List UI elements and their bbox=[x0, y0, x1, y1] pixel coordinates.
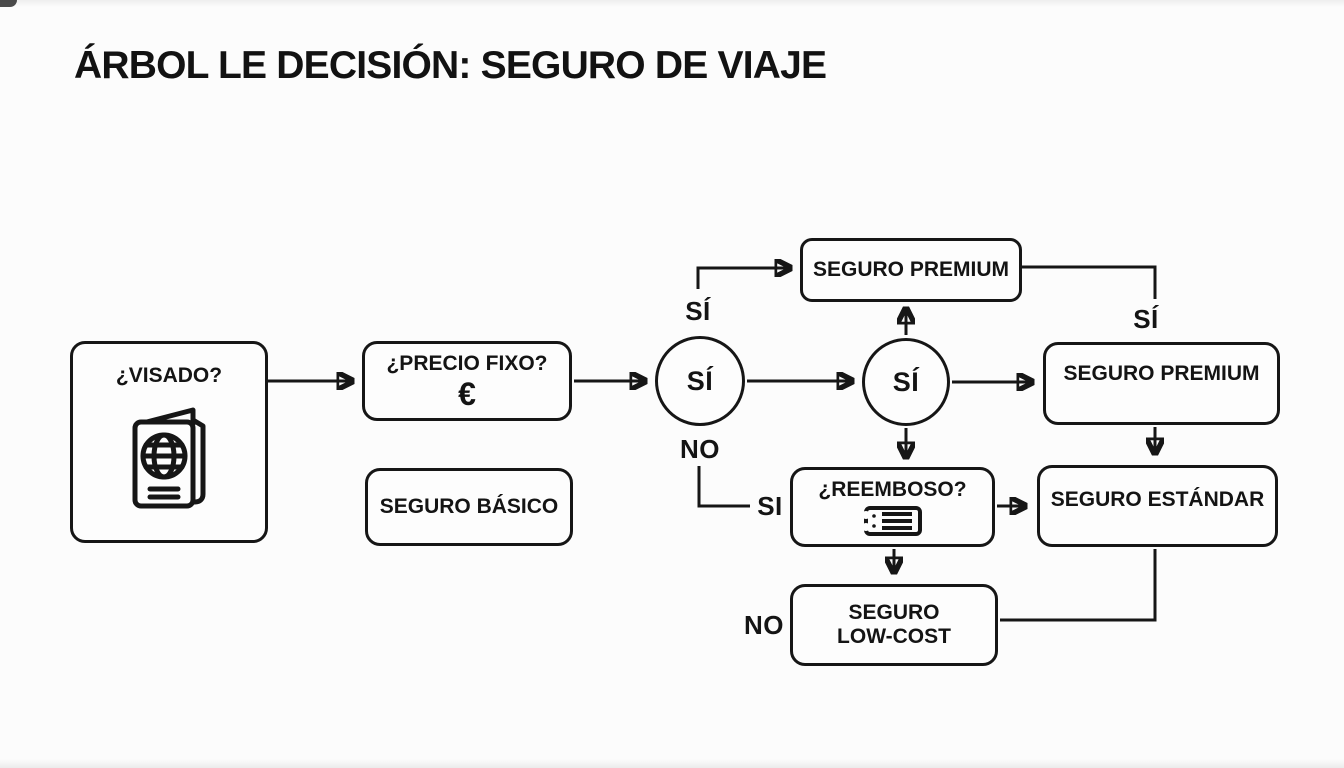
corner-artifact bbox=[0, 0, 17, 7]
node-seguro-lowcost-line2: LOW-COST bbox=[837, 625, 951, 648]
node-seguro-premium-right: SEGURO PREMIUM bbox=[1043, 342, 1280, 425]
node-seguro-premium-top-label: SEGURO PREMIUM bbox=[812, 257, 1009, 281]
edge-premium-top-to-premium-right bbox=[1022, 265, 1157, 299]
node-seguro-lowcost: SEGURO LOW-COST bbox=[790, 584, 998, 666]
node-seguro-basico-label: SEGURO BÁSICO bbox=[379, 494, 559, 518]
node-visado-label: ¿VISADO? bbox=[115, 364, 223, 387]
page-title: ÁRBOL LE DECISIÓN: SEGURO DE VIAJE bbox=[74, 44, 827, 87]
decision-circle-2: SÍ bbox=[862, 338, 950, 426]
node-precio-label: ¿PRECIO FIXO? bbox=[386, 351, 548, 375]
node-seguro-estandar-label: SEGURO ESTÁNDAR bbox=[1050, 487, 1265, 511]
decision-circle-1: SÍ bbox=[655, 336, 745, 426]
euro-symbol: € bbox=[458, 376, 476, 413]
edge-label-si-before-reemboso: SI bbox=[757, 491, 783, 521]
edge-label-no-below-decision1: NO bbox=[680, 434, 720, 464]
node-reemboso: ¿REEMBOSO? bbox=[790, 467, 995, 547]
node-reemboso-label: ¿REEMBOSO? bbox=[818, 478, 967, 502]
decision-circle-1-label: SÍ bbox=[686, 365, 714, 396]
node-seguro-estandar: SEGURO ESTÁNDAR bbox=[1037, 465, 1278, 547]
edge-label-si-above-decision1: SÍ bbox=[685, 296, 711, 326]
edge-lowcost-to-estandar bbox=[1000, 549, 1157, 622]
node-seguro-premium-right-label: SEGURO PREMIUM bbox=[1063, 362, 1260, 386]
passport-icon bbox=[117, 398, 221, 516]
node-seguro-basico: SEGURO BÁSICO bbox=[365, 468, 573, 546]
decision-circle-2-label: SÍ bbox=[892, 366, 920, 397]
edge-label-si-above-premium-right: SÍ bbox=[1133, 304, 1159, 334]
edge-no-branch-to-reemboso bbox=[697, 466, 750, 508]
node-visado: ¿VISADO? bbox=[70, 341, 268, 543]
ticket-icon bbox=[863, 505, 922, 536]
node-seguro-lowcost-line1: SEGURO bbox=[848, 600, 940, 624]
node-precio: ¿PRECIO FIXO? € bbox=[362, 341, 572, 421]
edge-label-no-before-lowcost: NO bbox=[744, 610, 784, 640]
node-seguro-premium-top: SEGURO PREMIUM bbox=[800, 238, 1022, 302]
edge-decision1-si-to-premium-top bbox=[696, 268, 788, 289]
